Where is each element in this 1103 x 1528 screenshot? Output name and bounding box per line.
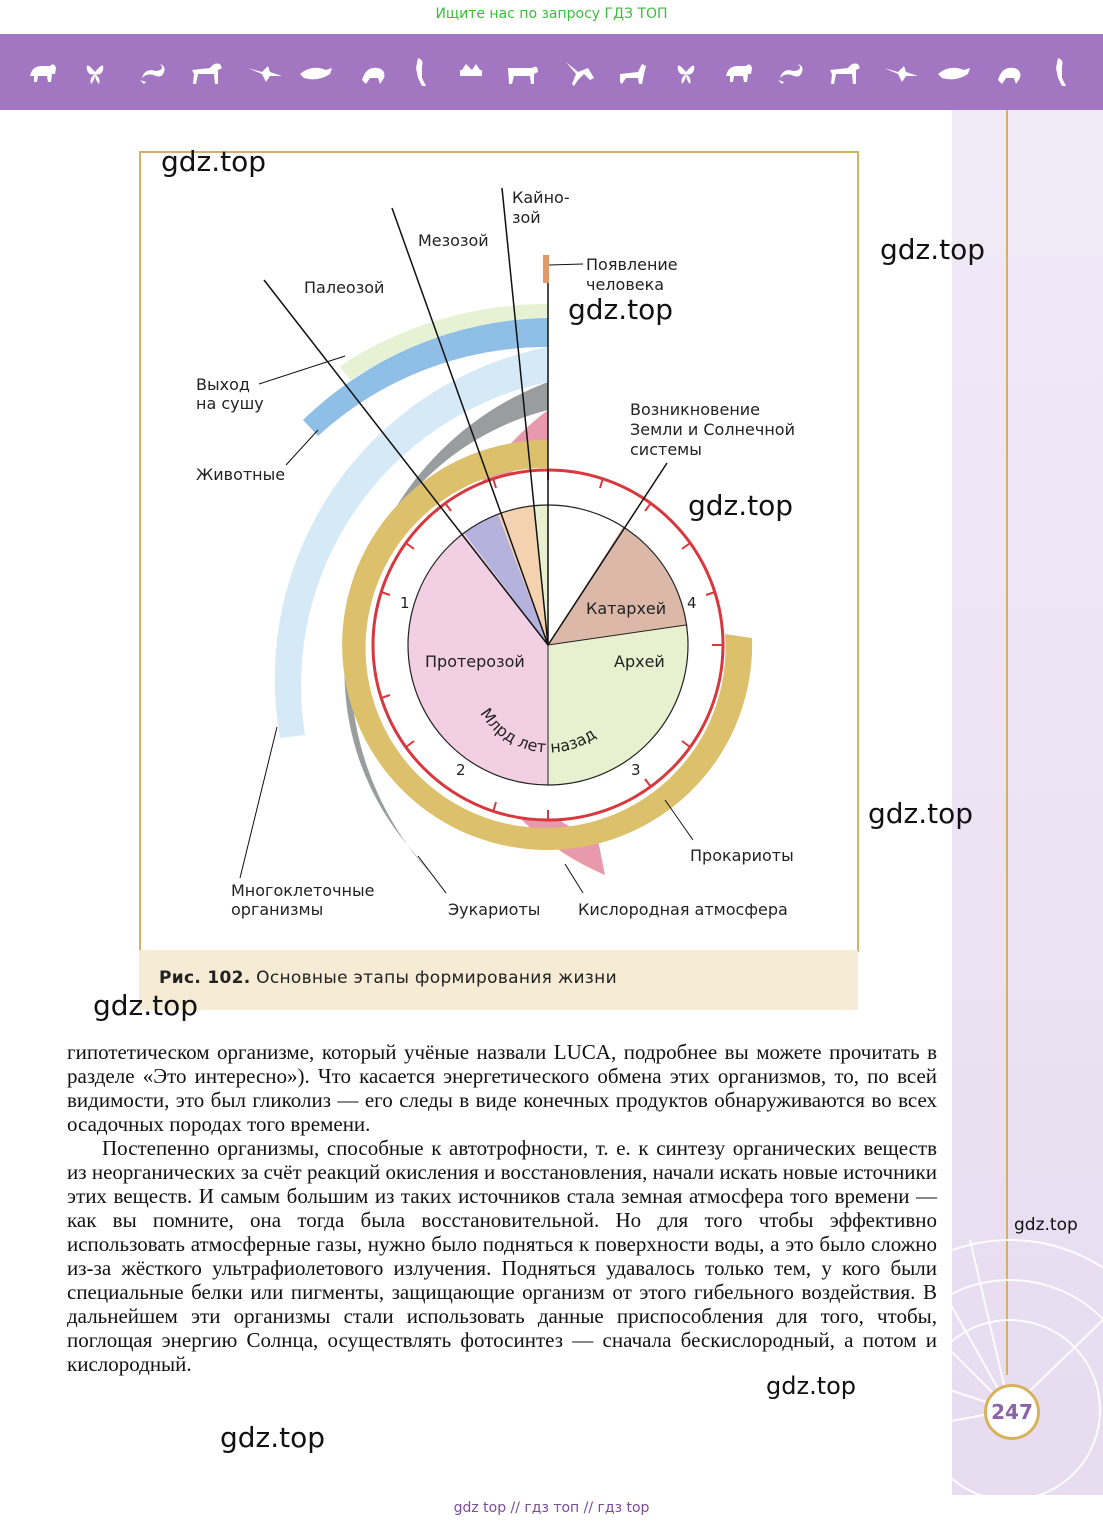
- human-appearance-marker: [543, 255, 549, 283]
- catarchean-sector: [548, 527, 686, 645]
- animal-icon-row: [30, 58, 1066, 86]
- paragraph-2: Постепенно организмы, способные к автотр…: [67, 1136, 937, 1376]
- oxygen-label: Кислородная атмосфера: [578, 900, 788, 919]
- header-band: [0, 34, 1103, 110]
- multicellular-label-line2: организмы: [231, 900, 323, 919]
- multicellular-ring: [274, 347, 548, 738]
- dolphin-icon: [300, 67, 332, 80]
- cenozoic-label-line1: Кайно-: [512, 188, 570, 207]
- tick-label-1: 1: [400, 594, 410, 612]
- era-pointer-lines: [263, 187, 668, 646]
- pie-divider-archean: [547, 624, 687, 646]
- footer-links: gdz top // гдз топ // гдз top: [453, 1500, 650, 1516]
- tick-label-3: 3: [631, 761, 641, 779]
- frog-icon: [362, 67, 385, 84]
- decorative-circles: [839, 1239, 1103, 1495]
- dolphin-icon: [938, 67, 970, 80]
- animals-ring: [303, 318, 548, 436]
- watermark: gdz.top: [220, 1421, 326, 1454]
- eukaryotes-label: Эукариоты: [448, 900, 540, 919]
- watermark: gdz.top: [880, 233, 986, 266]
- archean-label: Архей: [614, 652, 665, 671]
- humans-label-line2: человека: [586, 275, 664, 294]
- proterozoic-sector: [408, 533, 548, 785]
- body-text: гипотетическом организме, который учёные…: [67, 1040, 937, 1376]
- frog-icon: [998, 67, 1021, 84]
- proterozoic-label: Протерозой: [425, 652, 525, 671]
- scorpion-icon: [140, 64, 165, 84]
- watermark: gdz.top: [868, 797, 974, 830]
- paleozoic-label: Палеозой: [304, 278, 384, 297]
- rhino-icon: [30, 64, 56, 82]
- figure-caption-bar: Рис. 102. Основные этапы формирования жи…: [139, 950, 858, 1010]
- cenozoic-label-line2: зой: [512, 208, 541, 227]
- page-number: 247: [984, 1384, 1040, 1440]
- butterfly-icon: [677, 65, 695, 84]
- side-panel: [952, 110, 1103, 1495]
- multicellular-label-line1: Многоклеточные: [231, 881, 374, 900]
- clock-ticks: [380, 470, 722, 820]
- land-label-line2: на сушу: [196, 394, 264, 413]
- bird-icon: [1056, 58, 1066, 86]
- antelope-icon: [620, 64, 646, 84]
- ox-icon: [508, 66, 538, 84]
- tick-label-4: 4: [687, 594, 697, 612]
- tick-label-2: 2: [456, 761, 466, 779]
- pterosaur-icon: [248, 66, 282, 82]
- bee-icon: [460, 64, 482, 76]
- watermark: gdz.top: [568, 293, 674, 326]
- catarchean-label: Катархей: [586, 599, 666, 618]
- earth-label-line3: системы: [630, 440, 702, 459]
- animals-label: Животные: [196, 465, 285, 484]
- watermark: gdz.top: [688, 489, 794, 522]
- mesozoic-label: Мезозой: [418, 231, 489, 250]
- prokaryotes-label: Прокариоты: [690, 846, 794, 865]
- butterfly-icon: [86, 65, 104, 84]
- watermark: gdz.top: [1014, 1215, 1078, 1235]
- label-leaders: [239, 355, 694, 894]
- scorpion-icon: [778, 64, 803, 84]
- horse-icon: [192, 63, 222, 84]
- paleozoic-sector: [464, 514, 548, 645]
- earth-label-line2: Земли и Солнечной: [630, 420, 795, 439]
- humans-leader: [548, 263, 584, 266]
- paragraph-1: гипотетическом организме, который учёные…: [67, 1040, 937, 1136]
- watermark: gdz.top: [766, 1372, 857, 1400]
- humans-label-line1: Появление: [586, 255, 678, 274]
- land-label-line1: Выход: [196, 375, 250, 394]
- rhino-icon: [726, 64, 752, 82]
- earth-label-line1: Возникновение: [630, 400, 760, 419]
- pterosaur-icon: [884, 66, 918, 82]
- archean-sector: [548, 625, 688, 785]
- search-hint: Ищите нас по запросу ГДЗ ТОП: [435, 6, 668, 22]
- lizard-icon: [566, 62, 594, 86]
- horse-icon: [830, 63, 860, 84]
- figure-caption: Рис. 102. Основные этапы формирования жи…: [159, 968, 617, 988]
- watermark: gdz.top: [93, 989, 199, 1022]
- bird-icon: [416, 58, 426, 86]
- figure-caption-text: Основные этапы формирования жизни: [250, 968, 617, 988]
- watermark: gdz.top: [161, 145, 267, 178]
- figure-caption-prefix: Рис. 102.: [159, 968, 251, 988]
- side-line: [1006, 110, 1008, 1375]
